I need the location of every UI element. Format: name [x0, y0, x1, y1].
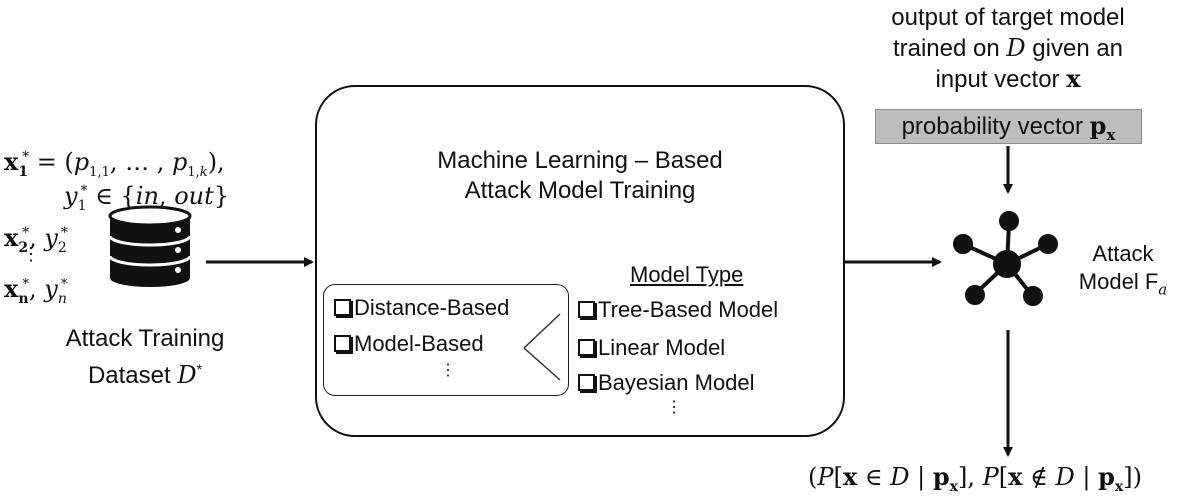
probability-vector-bar: probability vector px — [875, 109, 1142, 144]
training-title-line2: Attack Model Training — [464, 177, 696, 204]
option-model-based-label: Model-Based — [354, 331, 484, 356]
dataset-sample-n: xn*, yn* — [4, 274, 68, 307]
checkbox-icon — [578, 339, 595, 356]
checkbox-icon — [334, 335, 351, 352]
dataset-sample-2: x2*, y2* — [4, 223, 68, 256]
training-box — [315, 85, 845, 437]
dataset-caption: Attack Training Dataset D* — [40, 324, 250, 391]
model-type-tree: Tree-Based Model — [578, 296, 778, 324]
model-type-bayesian: Bayesian Model — [578, 369, 755, 397]
database-icon — [108, 205, 192, 287]
training-title-line1: Machine Learning – Based — [437, 147, 723, 174]
approach-options-box — [323, 284, 569, 396]
model-type-linear: Linear Model — [578, 334, 725, 362]
dataset-caption-line1: Attack Training — [65, 325, 225, 352]
target-output-line3: input vector x — [935, 64, 1081, 93]
target-output-line1: output of target model — [891, 4, 1125, 31]
option-distance-based: Distance-Based — [334, 294, 509, 322]
attack-model-line1: Attack — [1092, 241, 1154, 266]
model-type-tree-label: Tree-Based Model — [598, 297, 779, 322]
model-type-header: Model Type — [630, 262, 744, 287]
training-title: Machine Learning – Based Attack Model Tr… — [380, 146, 780, 206]
target-output-line2: trained on D given an — [892, 34, 1124, 62]
membership-result: (P[x ∈ D | px], P[x ∉ D | px]) — [808, 462, 1142, 495]
probability-vector-label: probability vector px — [901, 111, 1116, 144]
options-ellipsis: ⋮ — [440, 360, 456, 379]
checkbox-icon — [578, 301, 595, 318]
network-node-icon — [953, 211, 1058, 306]
option-distance-based-label: Distance-Based — [354, 295, 510, 320]
option-model-based: Model-Based — [334, 330, 484, 358]
dataset-label-1: y1* ∈ {in, out} — [64, 182, 230, 214]
attack-model-label: Attack Model Fa — [1060, 240, 1186, 303]
connector-lower — [523, 347, 561, 381]
dataset-caption-line2: Dataset D* — [87, 361, 203, 389]
model-type-bayesian-label: Bayesian Model — [598, 370, 755, 395]
checkbox-icon — [578, 374, 595, 391]
target-output-caption: output of target model trained on D give… — [858, 3, 1158, 95]
attack-model-line2: Model Fa — [1078, 269, 1168, 299]
dataset-sample-1: x1* = (p1,1, … , p1,k), — [4, 147, 225, 180]
connector-upper — [523, 313, 561, 349]
dataset-ellipsis: ⋮ — [22, 244, 40, 265]
model-type-linear-label: Linear Model — [598, 335, 726, 360]
model-type-ellipsis: ⋮ — [666, 397, 682, 416]
checkbox-icon — [334, 299, 351, 316]
